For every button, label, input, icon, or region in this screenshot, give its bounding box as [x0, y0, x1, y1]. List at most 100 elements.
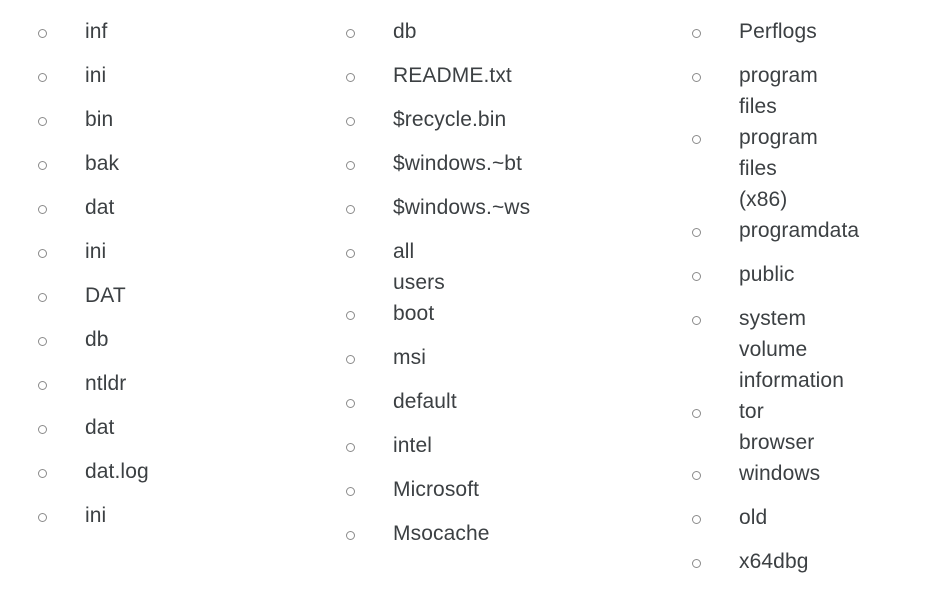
hollow-circle-bullet-icon	[346, 487, 355, 496]
list-item[interactable]: inf	[38, 16, 308, 60]
hollow-circle-bullet-icon	[38, 513, 47, 522]
list-item-label: inf	[85, 20, 108, 43]
hollow-circle-bullet-icon	[38, 381, 47, 390]
list-item-label: windows	[739, 462, 821, 485]
list-item[interactable]: all users	[346, 236, 445, 298]
list-item[interactable]: ini	[38, 500, 308, 544]
hollow-circle-bullet-icon	[38, 469, 47, 478]
hollow-circle-bullet-icon	[692, 471, 701, 480]
file-list-column-3: Perflogs program files program files (x8…	[39, 0, 859, 590]
list-item[interactable]: programdata	[692, 215, 859, 259]
hollow-circle-bullet-icon	[346, 399, 355, 408]
list-item[interactable]: ini	[38, 60, 308, 104]
list-item[interactable]: system volume information	[692, 303, 844, 396]
list-item-label: program files (x86)	[739, 126, 818, 211]
list-item-label: db	[393, 20, 417, 43]
list-item[interactable]: intel	[346, 430, 432, 474]
list-item-label: default	[393, 390, 457, 413]
list-item-label: ini	[85, 504, 107, 527]
hollow-circle-bullet-icon	[346, 531, 355, 540]
list-item-label: dat	[85, 196, 115, 219]
list-item[interactable]: README.txt	[346, 60, 512, 104]
file-list-column-1: inf ini bin bak dat	[0, 0, 308, 544]
hollow-circle-bullet-icon	[692, 29, 701, 38]
list-item[interactable]: Microsoft	[346, 474, 479, 518]
hollow-circle-bullet-icon	[692, 228, 701, 237]
hollow-circle-bullet-icon	[692, 409, 701, 418]
hollow-circle-bullet-icon	[692, 135, 701, 144]
list-item[interactable]: dat	[38, 412, 308, 456]
list-item[interactable]: dat	[38, 192, 308, 236]
list-item-label: dat.log	[85, 460, 149, 483]
list-item[interactable]: program files (x86)	[692, 122, 818, 215]
hollow-circle-bullet-icon	[346, 205, 355, 214]
list-item-label: boot	[393, 302, 435, 325]
hollow-circle-bullet-icon	[346, 29, 355, 38]
hollow-circle-bullet-icon	[346, 311, 355, 320]
list-item[interactable]: $windows.~ws	[346, 192, 530, 236]
list-item[interactable]: DAT	[38, 280, 308, 324]
list-item[interactable]: x64dbg	[692, 546, 808, 590]
list-item-label: intel	[393, 434, 433, 457]
list-item-label: $windows.~ws	[393, 196, 531, 219]
list-item[interactable]: db	[38, 324, 308, 368]
list-item-label: Perflogs	[739, 20, 817, 43]
hollow-circle-bullet-icon	[38, 425, 47, 434]
list-item-label: $recycle.bin	[393, 108, 507, 131]
hollow-circle-bullet-icon	[346, 117, 355, 126]
list-item[interactable]: bak	[38, 148, 308, 192]
list-item[interactable]: default	[346, 386, 457, 430]
list-item[interactable]: db	[346, 16, 416, 60]
list-item[interactable]: dat.log	[38, 456, 308, 500]
list-item-label: msi	[393, 346, 426, 369]
list-item[interactable]: Msocache	[346, 518, 489, 562]
hollow-circle-bullet-icon	[38, 161, 47, 170]
file-list-column-2: db README.txt $recycle.bin $windows.~bt …	[0, 0, 530, 562]
hollow-circle-bullet-icon	[38, 249, 47, 258]
hollow-circle-bullet-icon	[38, 117, 47, 126]
list-item[interactable]: ini	[38, 236, 308, 280]
list-item-label: program files	[739, 64, 818, 118]
list-item-label: ini	[85, 64, 107, 87]
list-item[interactable]: Perflogs	[692, 16, 817, 60]
list-item-label: DAT	[85, 284, 126, 307]
hollow-circle-bullet-icon	[38, 337, 47, 346]
list-item-label: db	[85, 328, 109, 351]
list-item[interactable]: windows	[692, 458, 820, 502]
list-item-label: dat	[85, 416, 115, 439]
list-item[interactable]: $windows.~bt	[346, 148, 522, 192]
hollow-circle-bullet-icon	[38, 73, 47, 82]
list-item[interactable]: tor browser	[692, 396, 814, 458]
hollow-circle-bullet-icon	[692, 515, 701, 524]
list-item-label: $windows.~bt	[393, 152, 523, 175]
list-item-label: old	[739, 506, 768, 529]
list-item[interactable]: msi	[346, 342, 426, 386]
list-item-label: ntldr	[85, 372, 127, 395]
list-item-label: Microsoft	[393, 478, 480, 501]
file-listing-columns: inf ini bin bak dat	[0, 0, 859, 573]
list-item[interactable]: boot	[346, 298, 434, 342]
list-item-label: programdata	[739, 219, 860, 242]
file-listing-page: inf ini bin bak dat	[0, 0, 860, 573]
list-item-label: README.txt	[393, 64, 512, 87]
hollow-circle-bullet-icon	[692, 73, 701, 82]
list-item[interactable]: bin	[38, 104, 308, 148]
file-list-1: inf ini bin bak dat	[38, 16, 308, 544]
list-item[interactable]: program files	[692, 60, 818, 122]
list-item-label: tor browser	[739, 400, 815, 454]
list-item[interactable]: $recycle.bin	[346, 104, 506, 148]
hollow-circle-bullet-icon	[346, 73, 355, 82]
list-item[interactable]: ntldr	[38, 368, 308, 412]
list-item-label: all users	[393, 240, 445, 294]
list-item-label: public	[739, 263, 795, 286]
hollow-circle-bullet-icon	[346, 443, 355, 452]
list-item[interactable]: public	[692, 259, 794, 303]
list-item-label: x64dbg	[739, 550, 809, 573]
hollow-circle-bullet-icon	[692, 272, 701, 281]
list-item-label: bak	[85, 152, 120, 175]
hollow-circle-bullet-icon	[692, 316, 701, 325]
hollow-circle-bullet-icon	[346, 161, 355, 170]
list-item-label: bin	[85, 108, 114, 131]
hollow-circle-bullet-icon	[346, 355, 355, 364]
list-item[interactable]: old	[692, 502, 767, 546]
